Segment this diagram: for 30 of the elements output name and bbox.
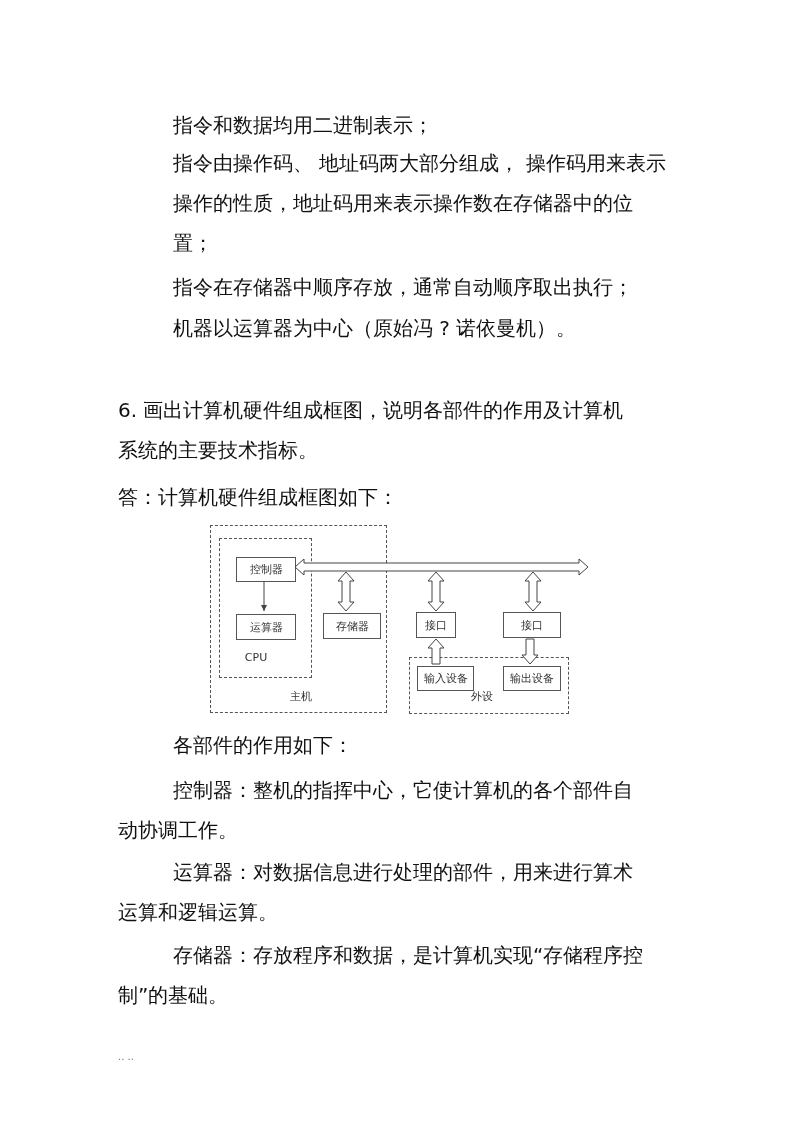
paragraph-text: 指令由操作码、 地址码两大部分组成， 操作码用来表示操作的性质，地址码用来表示操作数在存储器中的位置； xyxy=(173,150,667,257)
component-box: 接口 xyxy=(416,612,456,638)
paragraph-text: 控制器：整机的指挥中心，它使计算机的各个部件自动协调工作。 xyxy=(118,777,634,844)
hollow-arrow xyxy=(427,638,445,665)
component-box: 接口 xyxy=(503,612,561,638)
component-box: 输出设备 xyxy=(503,666,561,691)
arrow xyxy=(261,580,267,612)
group-label: 主机 xyxy=(290,688,312,704)
paragraph-text: 答：计算机硬件组成框图如下： xyxy=(118,484,399,511)
paragraph-text: 机器以运算器为中心（原始冯 ? 诺依曼机）。 xyxy=(173,315,578,342)
paragraph-text: 存储器：存放程序和数据，是计算机实现“存储程序控制”的基础。 xyxy=(118,942,645,1009)
cpu-group-box xyxy=(219,538,312,678)
hollow-arrow xyxy=(521,638,539,665)
paragraph-text: 运算器：对数据信息进行处理的部件，用来进行算术运算和逻辑运算。 xyxy=(118,859,634,926)
question-text: 6. 画出计算机硬件组成框图，说明各部件的作用及计算机系统的主要技术指标。 xyxy=(118,397,625,464)
group-label: 外设 xyxy=(471,688,493,704)
bus-arrow xyxy=(294,558,589,576)
double-arrow xyxy=(427,571,445,612)
component-box: 输入设备 xyxy=(417,666,474,691)
component-box: 控制器 xyxy=(236,557,296,582)
double-arrow xyxy=(337,571,355,612)
paragraph-text: 指令在存储器中顺序存放，通常自动顺序取出执行； xyxy=(173,274,634,301)
footer-mark: .. .. xyxy=(118,1050,135,1064)
group-label: CPU xyxy=(244,650,268,664)
paragraph-text: 各部件的作用如下： xyxy=(173,732,354,759)
double-arrow xyxy=(524,571,542,612)
component-box: 存储器 xyxy=(323,613,381,639)
paragraph-text: 指令和数据均用二进制表示； xyxy=(173,112,434,139)
component-box: 运算器 xyxy=(236,614,296,640)
peripheral-group-box xyxy=(409,657,569,714)
